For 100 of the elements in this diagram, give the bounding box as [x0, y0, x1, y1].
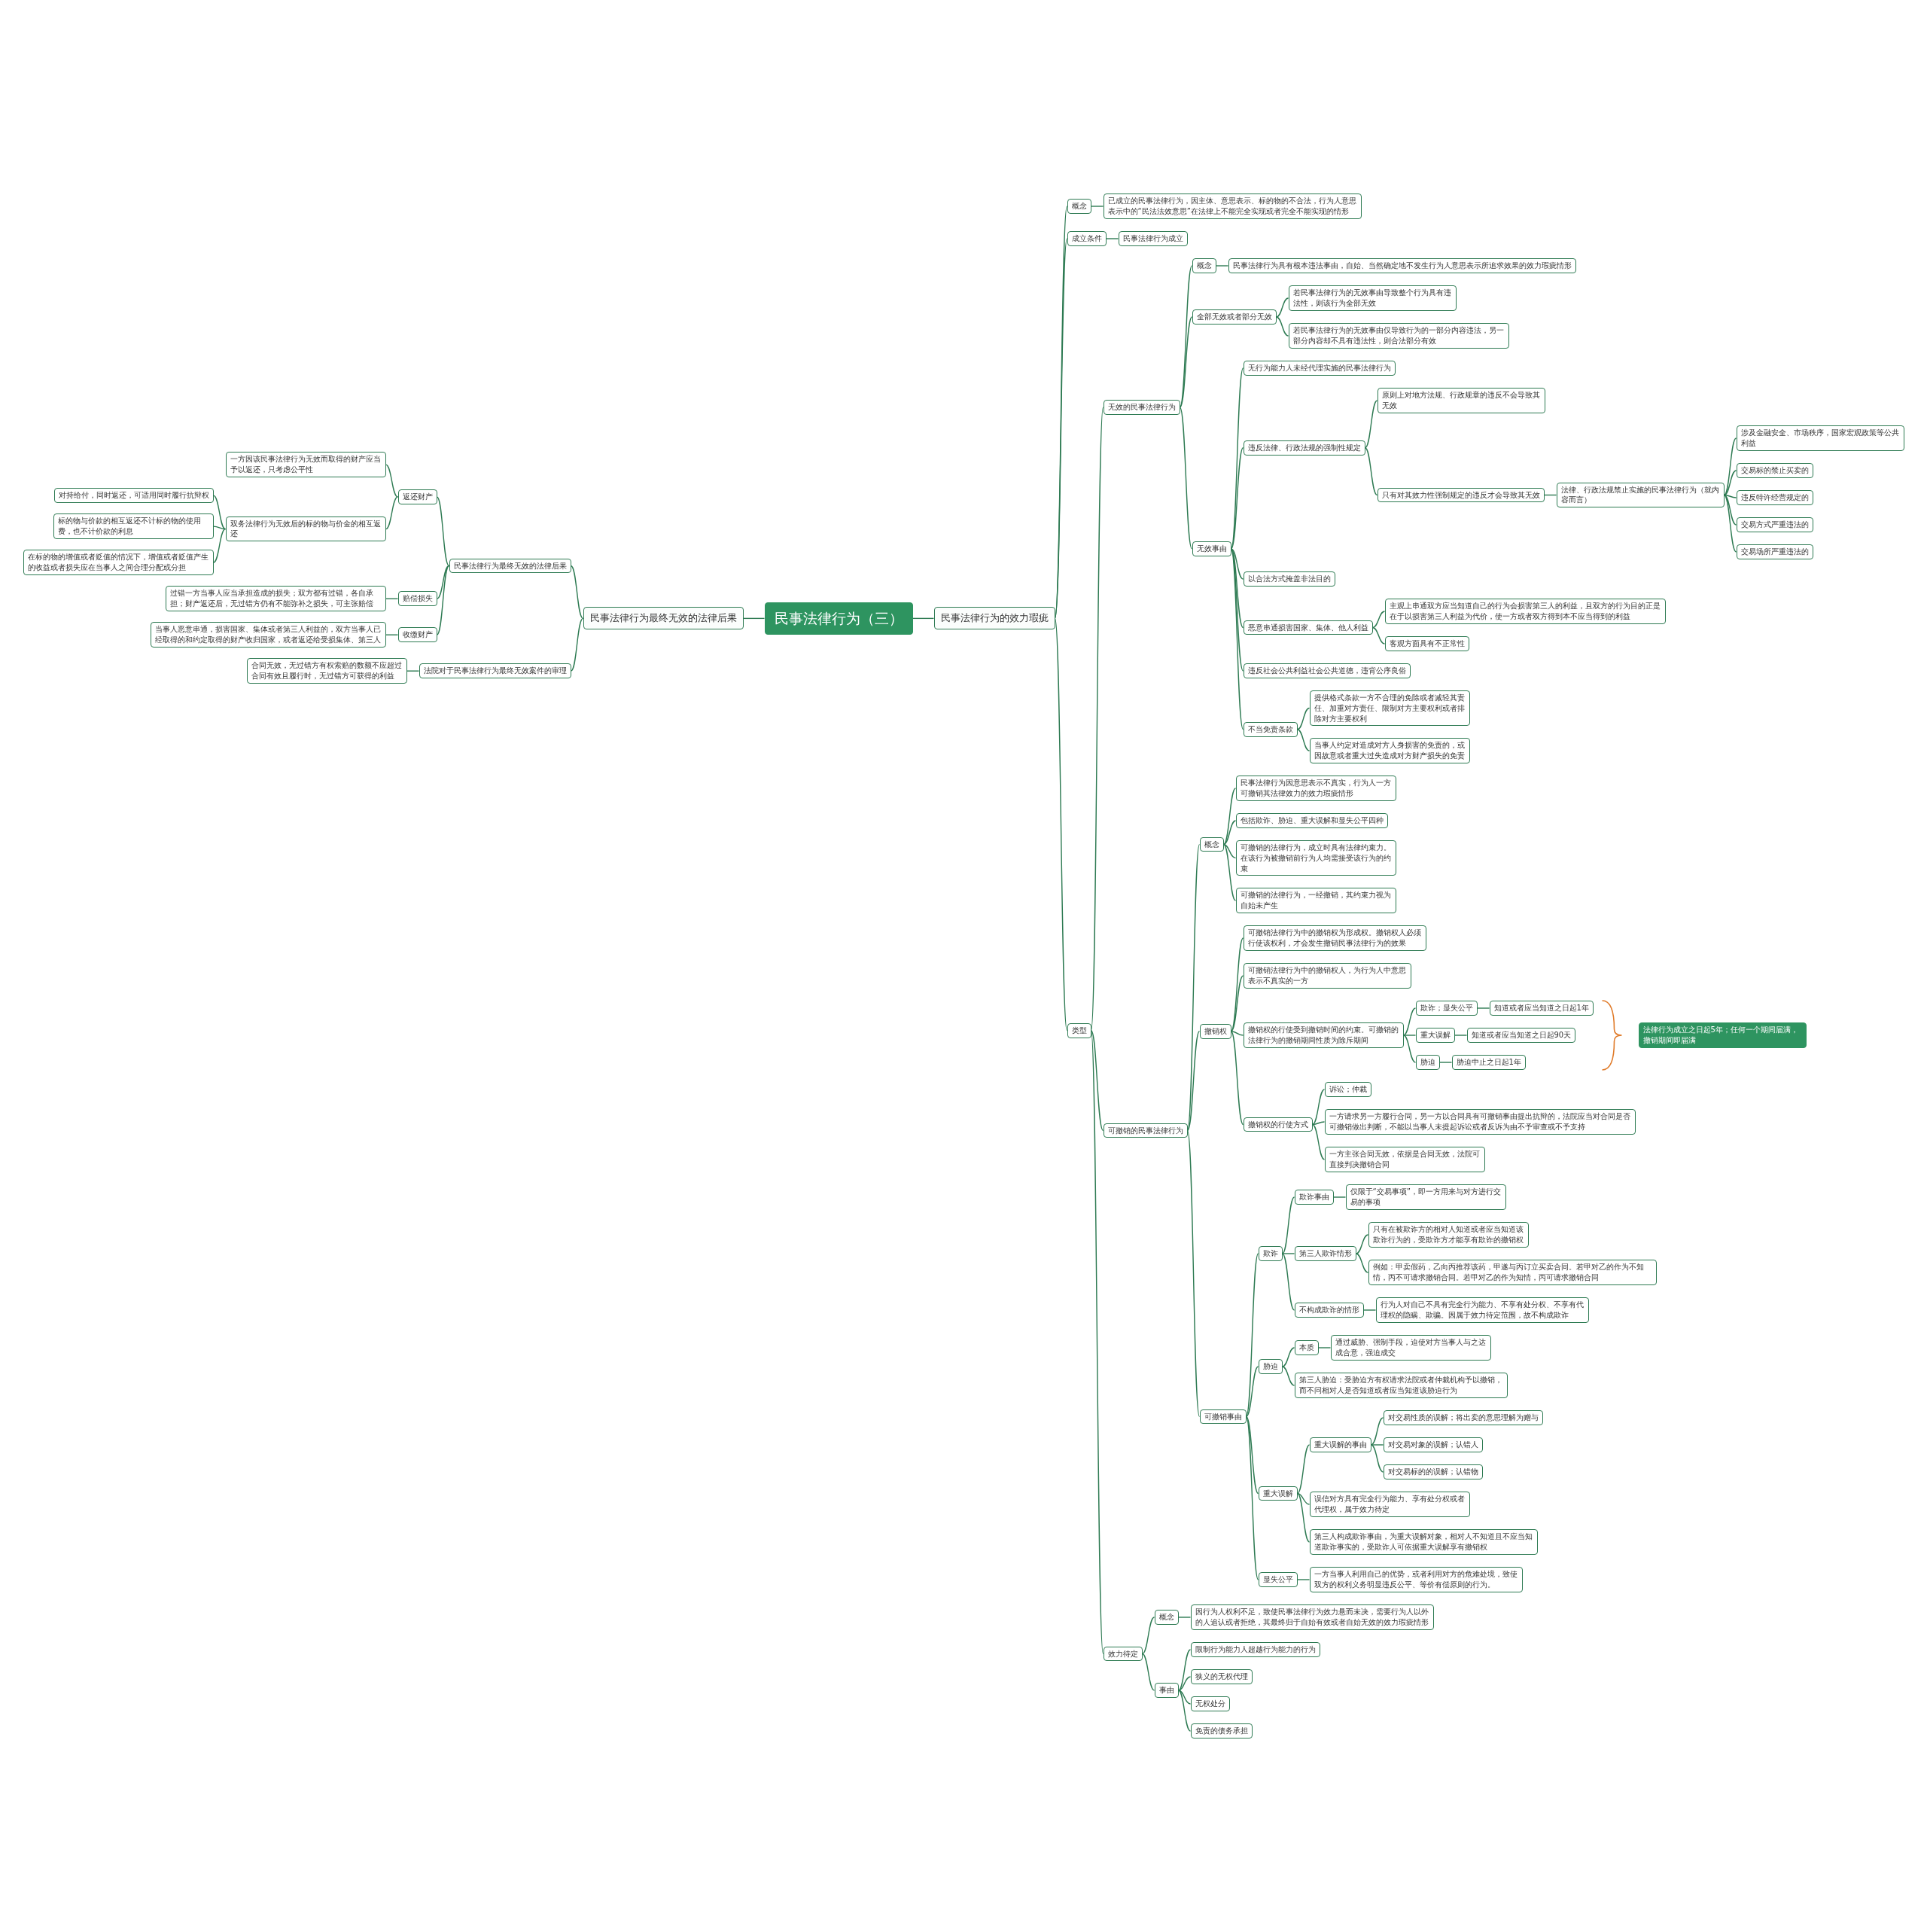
topic-box: 概念: [1199, 836, 1224, 852]
topic-box: 法律、行政法规禁止实施的民事法律行为（就内容而言）: [1556, 482, 1725, 508]
topic-box: 民事法律行为成立: [1118, 231, 1188, 246]
topic-box: 若民事法律行为的无效事由仅导致行为的一部分内容违法，另一部分内容却不具有违法性，则合法部分有效: [1288, 323, 1509, 349]
topic-box: 限制行为能力人超越行为能力的行为: [1190, 1642, 1320, 1657]
connector: [1402, 1035, 1417, 1036]
topic-box: 过错一方当事人应当承担造成的损失；双方都有过错，各自承担；财产返还后，无过错方仍有不能弥补之损失，可主张赔偿: [165, 586, 386, 611]
connector: [1311, 1121, 1326, 1126]
topic-box: 可撤销法律行为中的撤销权人，为行为人中意思表示不真实的一方: [1243, 963, 1411, 989]
topic-box: 欺诈: [1258, 1246, 1283, 1261]
topic-box: 狭义的无权代理: [1190, 1669, 1253, 1684]
connector: [1371, 611, 1386, 629]
connector: [406, 670, 420, 672]
connector: [1179, 316, 1193, 408]
topic-box: 对持给付，同时返还，可适用同时履行抗辩权: [53, 488, 214, 503]
connector: [212, 528, 227, 563]
topic-box: 显失公平: [1258, 1572, 1298, 1587]
connector: [1230, 548, 1244, 580]
connector: [1245, 1415, 1259, 1495]
summary-box: 法律行为成立之日起5年；任何一个期间届满，撤销期间即届满: [1638, 1022, 1807, 1048]
connector: [1370, 1417, 1384, 1446]
connector: [1332, 1196, 1347, 1198]
topic-box: 无效事由: [1192, 541, 1231, 556]
connector: [1177, 1617, 1192, 1618]
connector: [1141, 1617, 1155, 1655]
topic-box: 概念: [1192, 258, 1216, 273]
topic-box: 无权处分: [1190, 1696, 1230, 1711]
connector: [1105, 238, 1119, 239]
topic-box: 知道或者应当知道之日起1年: [1489, 1001, 1594, 1016]
topic-box: 欺诈；显失公平: [1415, 1001, 1478, 1016]
topic-box: 免责的债务承担: [1190, 1723, 1253, 1738]
connector: [385, 464, 399, 498]
topic-box: 提供格式条款一方不合理的免除或者减轻其责任、加重对方责任、限制对方主要权利或者排除对方主要权利: [1309, 690, 1470, 727]
topic-box: 胁迫: [1415, 1055, 1440, 1070]
connector: [1311, 1089, 1326, 1126]
topic-box: 仅限于“交易事项”，即一方用来与对方进行交易的事项: [1345, 1184, 1506, 1210]
connector: [212, 495, 227, 530]
topic-box: 知道或者应当知道之日起90天: [1466, 1028, 1576, 1043]
topic-box: 误信对方具有完全行为能力、享有处分权或者代理权，属于效力待定: [1309, 1492, 1470, 1517]
branch-topic: 民事法律行为最终无效的法律后果: [583, 607, 744, 630]
topic-box: 概念: [1154, 1610, 1179, 1625]
connector: [1054, 617, 1068, 1032]
connector: [1215, 265, 1229, 267]
connector: [1090, 1030, 1104, 1655]
topic-box: 民事法律行为因意思表示不真实，行为人一方可撤销其法律效力的效力瑕疵情形: [1235, 776, 1396, 801]
topic-box: 只有在被欺诈方的相对人知道或者应当知道该欺诈行为的，受欺诈方才能享有欺诈的撤销权: [1368, 1222, 1529, 1248]
topic-box: 交易方式严重违法的: [1736, 517, 1813, 532]
connector: [1281, 1366, 1295, 1386]
connector: [1141, 1653, 1155, 1691]
connector: [1090, 1030, 1104, 1132]
topic-box: 例如：甲卖假药，乙向丙推荐该药，甲遂与丙订立买卖合同。若甲对乙的作为不知情，丙不可请求撤销合同。若甲对乙的作为知情，丙可请求撤销合同: [1368, 1260, 1657, 1285]
connector: [570, 617, 584, 672]
topic-box: 因行为人权利不足，致使民事法律行为效力悬而未决，需要行为人以外的人追认或者拒绝，其最终归于自始有效或者自始无效的效力瑕疵情形: [1190, 1604, 1434, 1630]
topic-box: 胁迫: [1258, 1359, 1283, 1374]
topic-box: 交易标的禁止买卖的: [1736, 463, 1813, 478]
connector: [912, 617, 935, 620]
topic-box: 可撤销的法律行为，一经撤销，其约束力视为自始未产生: [1235, 888, 1396, 913]
topic-box: 当事人恶意串通，损害国家、集体或者第三人利益的，双方当事人已经取得的和约定取得的财产收归国家，或者返还给受损集体、第三人: [150, 622, 386, 648]
topic-box: 民事法律行为最终无效的法律后果: [449, 558, 571, 574]
topic-box: 重大误解: [1415, 1028, 1455, 1043]
topic-box: 撤销权的行使受到撤销时间的约束。可撤销的法律行为的撤销期间性质为除斥期间: [1243, 1022, 1404, 1048]
connector: [1723, 494, 1737, 553]
connector: [1370, 1444, 1384, 1473]
topic-box: 赔偿损失: [397, 591, 437, 606]
connector: [1370, 1444, 1384, 1446]
topic-box: 已成立的民事法律行为，因主体、意思表示、标的物的不合法，行为人意思表示中的“民法法效意思”在法律上不能完全实现或者完全不能实现的情形: [1103, 194, 1362, 219]
topic-box: 事由: [1154, 1683, 1179, 1698]
connector: [436, 565, 450, 599]
connector: [1723, 494, 1737, 498]
topic-box: 行为人对自己不具有完全行为能力、不享有处分权、不享有代理权的隐瞒、欺骗。因属于效力待定范围，故不构成欺诈: [1375, 1297, 1589, 1323]
topic-box: 在标的物的增值或者贬值的情况下，增值或者贬值产生的收益或者损失应在当事人之间合理分配或分担: [23, 550, 214, 575]
topic-box: 涉及金融安全、市场秩序，国家宏观政策等公共利益: [1736, 425, 1904, 451]
connector: [1296, 729, 1311, 751]
connector: [436, 565, 450, 635]
connector: [1296, 1444, 1311, 1495]
topic-box: 合同无效，无过错方有权索赔的数额不应超过合同有效且履行时，无过错方可获得的利益: [246, 658, 407, 684]
connector: [570, 565, 584, 620]
topic-box: 本质: [1294, 1340, 1319, 1355]
branch-topic: 民事法律行为的效力瑕疵: [933, 607, 1055, 630]
connector: [1179, 265, 1193, 408]
topic-box: 不当免责条款: [1243, 721, 1298, 737]
topic-box: 重大误解: [1258, 1486, 1298, 1501]
topic-box: 全部无效或者部分无效: [1192, 309, 1277, 325]
connector: [1275, 316, 1289, 337]
topic-box: 可撤销的民事法律行为: [1103, 1123, 1188, 1138]
connector: [1222, 843, 1237, 859]
connector: [1296, 1492, 1311, 1543]
connector: [1245, 1366, 1259, 1418]
topic-box: 双务法律行为无效后的标的物与价金的相互返还: [225, 516, 386, 542]
connector: [1364, 447, 1378, 496]
connector: [1281, 1196, 1295, 1254]
connector: [1402, 1007, 1417, 1036]
topic-box: 法院对于民事法律行为最终无效案件的审理: [419, 663, 571, 678]
topic-box: 撤销权的行使方式: [1243, 1117, 1313, 1132]
connector: [1296, 1492, 1311, 1505]
connector: [1476, 1007, 1490, 1009]
topic-box: 违反法律、行政法规的强制性规定: [1243, 440, 1365, 456]
connector: [1177, 1649, 1192, 1691]
topic-box: 一方当事人利用自己的优势，或者利用对方的危难处境，致使双方的权利义务明显违反公平、等价有偿原则的行为。: [1309, 1567, 1523, 1592]
topic-box: 不构成欺诈的情形: [1294, 1303, 1364, 1318]
